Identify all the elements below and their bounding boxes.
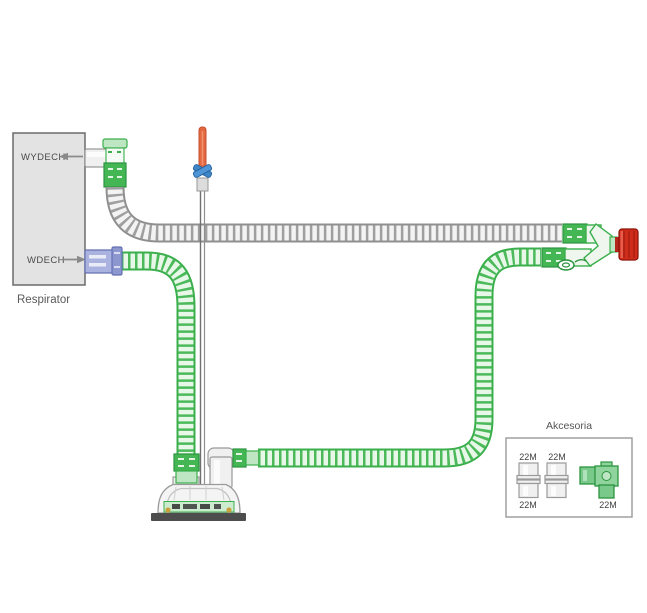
patient-port-cap-red — [615, 228, 639, 261]
chamber-float-dot-left — [165, 507, 171, 513]
straight-adapter-2 — [544, 462, 569, 499]
humidifier-chamber — [151, 447, 260, 521]
probe-hub — [196, 177, 209, 192]
inhale-port-connector-blue — [84, 246, 123, 276]
respirator-label: Respirator — [17, 294, 70, 306]
tee-adapter-label: 22M — [599, 500, 617, 510]
accessories-title: Akcesoria — [546, 420, 592, 432]
chamber-float-dot-right — [226, 507, 232, 513]
chamber-inlet-connector-green — [173, 453, 200, 484]
adapter2-top-label: 22M — [548, 452, 566, 462]
expiratory-tube-gray — [105, 186, 562, 243]
luer-cap-tethered — [557, 259, 587, 271]
chamber-outlet-elbow — [207, 447, 260, 489]
temperature-probe — [192, 126, 213, 486]
probe-valve-blue — [192, 164, 213, 178]
respirator-box: WYDECH WDECH Respirator — [12, 132, 86, 306]
expiratory-limb-connector — [562, 223, 588, 244]
adapter1-bottom-label: 22M — [519, 500, 537, 510]
straight-adapter-1 — [516, 462, 541, 499]
heater-base-plate — [151, 513, 246, 521]
inhale-port-label: WDECH — [27, 255, 65, 266]
chamber-label-band — [163, 501, 235, 513]
exhale-port-label: WYDECH — [21, 152, 66, 163]
inspiratory-tube-to-humidifier — [121, 251, 196, 456]
y-piece-assembly — [541, 223, 639, 271]
inspiratory-tube-to-patient — [258, 247, 541, 468]
tee-adapter-green — [579, 461, 619, 499]
adapter1-top-label: 22M — [519, 452, 537, 462]
arrow-right-icon — [62, 255, 86, 264]
accessories-panel: Akcesoria 22M 22M 22M — [505, 420, 633, 518]
arrow-left-icon — [59, 152, 83, 161]
exhale-port-elbow-connector — [84, 138, 128, 188]
